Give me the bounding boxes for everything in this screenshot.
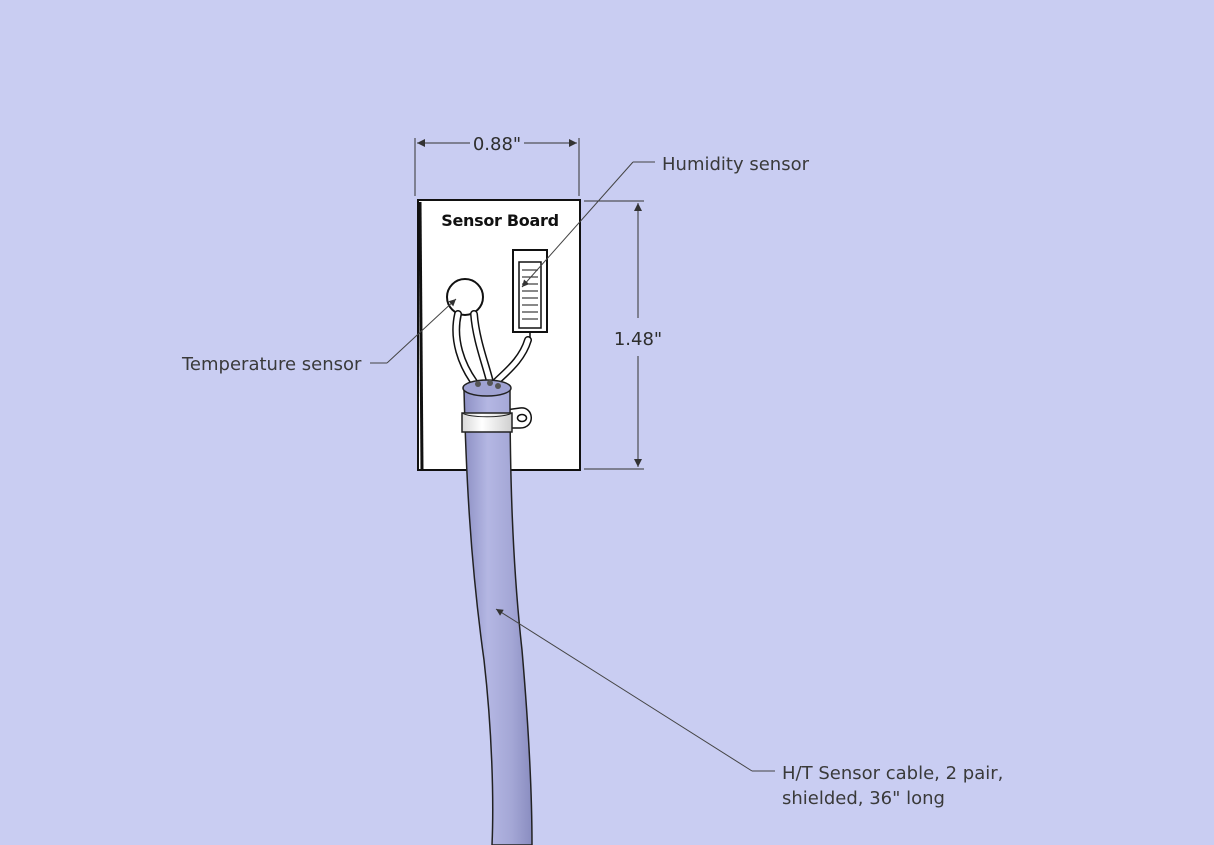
cable-callout: H/T Sensor cable, 2 pair, shielded, 36" … <box>495 608 1003 809</box>
sensor-board-title: Sensor Board <box>441 211 558 230</box>
height-dimension: 1.48" <box>584 200 662 470</box>
height-dimension-label: 1.48" <box>614 329 662 350</box>
humidity-sensor <box>512 249 548 340</box>
humidity-sensor-label: Humidity sensor <box>662 154 810 175</box>
sensor-cable <box>462 379 533 845</box>
cable-label-line2: shielded, 36" long <box>782 788 945 809</box>
width-dimension: 0.88" <box>414 134 580 196</box>
temperature-sensor <box>446 278 484 316</box>
temperature-sensor-label: Temperature sensor <box>181 354 362 375</box>
sensor-wires <box>452 310 532 386</box>
humidity-sensor-callout: Humidity sensor <box>521 154 810 288</box>
width-dimension-label: 0.88" <box>473 134 521 155</box>
temperature-sensor-callout: Temperature sensor <box>181 298 457 375</box>
cable-label-line1: H/T Sensor cable, 2 pair, <box>782 763 1003 784</box>
cable-clamp <box>461 412 513 433</box>
